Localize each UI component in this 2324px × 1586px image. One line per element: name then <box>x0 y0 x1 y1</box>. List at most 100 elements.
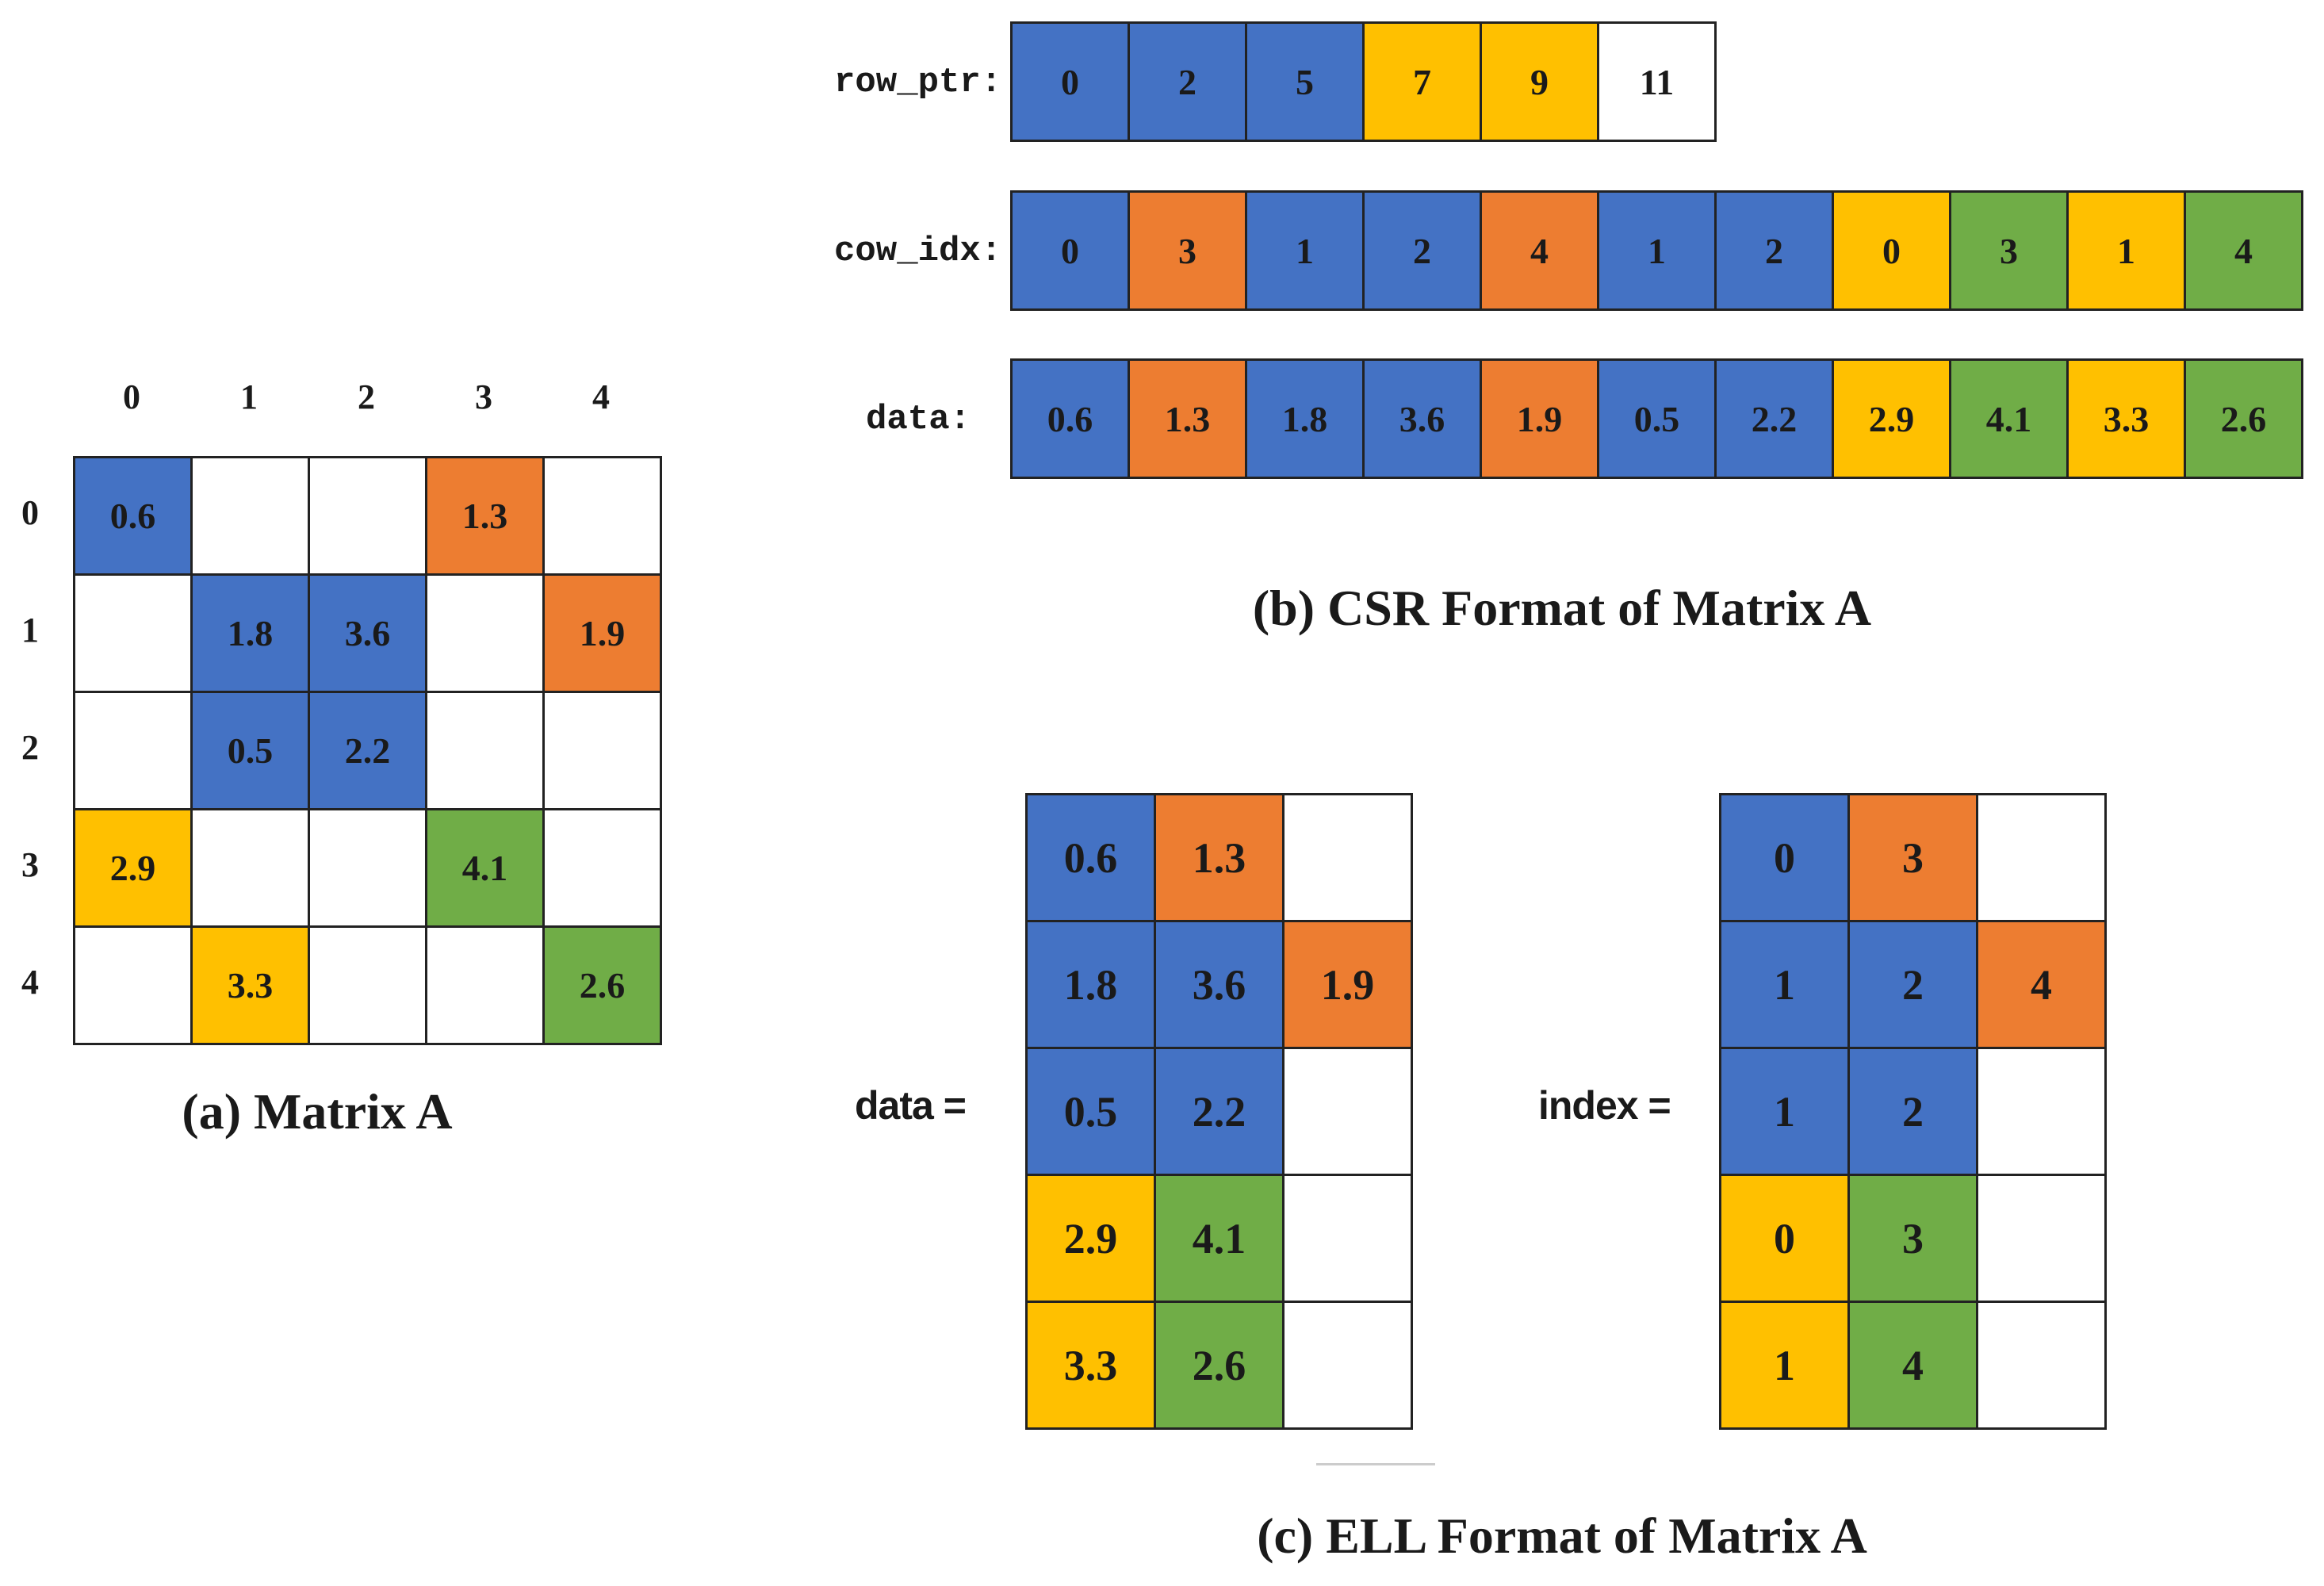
matrix-row-label: 0 <box>21 493 39 532</box>
ell-index-label: index = <box>1538 1083 1671 1128</box>
ell-index-cell: 3 <box>1847 1174 1978 1303</box>
matrix-cell: 1.8 <box>190 573 310 693</box>
ell-data-cell: 2.9 <box>1025 1174 1156 1303</box>
matrix-cell: 0.6 <box>73 456 193 576</box>
csr-col_idx-cell: 3 <box>1128 190 1247 311</box>
csr-data-cell: 1.3 <box>1128 358 1247 479</box>
csr-col_idx-cell: 1 <box>1245 190 1365 311</box>
csr-data-cell: 4.1 <box>1949 358 2069 479</box>
csr-data-cell: 3.6 <box>1362 358 1482 479</box>
ell-index-cell <box>1976 1174 2107 1303</box>
ell-index-cell: 0 <box>1719 793 1850 922</box>
matrix-cell: 2.9 <box>73 808 193 928</box>
csr-data-cell: 2.9 <box>1832 358 1951 479</box>
ell-index-cell: 0 <box>1719 1174 1850 1303</box>
matrix-cell <box>73 573 193 693</box>
csr-data-cell: 1.9 <box>1480 358 1599 479</box>
ell-data-cell <box>1282 1301 1413 1430</box>
csr-row_ptr-cell: 7 <box>1362 21 1482 142</box>
csr-caption: (b) CSR Format of Matrix A <box>1252 580 1872 636</box>
csr-row_ptr-cell: 0 <box>1010 21 1130 142</box>
ell-data-cell <box>1282 1174 1413 1303</box>
ell-data-cell: 3.3 <box>1025 1301 1156 1430</box>
csr-col_idx-cell: 2 <box>1362 190 1482 311</box>
ell-data-cell: 4.1 <box>1154 1174 1285 1303</box>
csr-data-cell: 0.6 <box>1010 358 1130 479</box>
ell-data-label: data = <box>855 1083 967 1128</box>
csr-col_idx-cell: 4 <box>1480 190 1599 311</box>
matrix-a-caption: (a) Matrix A <box>182 1083 453 1140</box>
ell-index-cell: 2 <box>1847 1047 1978 1176</box>
csr-data-label: data: <box>866 400 971 439</box>
csr-row_ptr-cell: 2 <box>1128 21 1247 142</box>
matrix-cell: 4.1 <box>425 808 545 928</box>
ell-data-cell: 2.6 <box>1154 1301 1285 1430</box>
matrix-cell <box>308 925 427 1045</box>
ell-data-cell: 1.3 <box>1154 793 1285 922</box>
matrix-cell <box>542 691 662 810</box>
csr-data-cell: 2.2 <box>1714 358 1834 479</box>
ell-data-cell: 1.8 <box>1025 920 1156 1049</box>
divider-line <box>1316 1463 1435 1465</box>
csr-col_idx-cell: 1 <box>2066 190 2186 311</box>
matrix-row-label: 3 <box>21 845 39 884</box>
ell-index-cell <box>1976 1047 2107 1176</box>
csr-col_idx-cell: 3 <box>1949 190 2069 311</box>
ell-index-cell: 1 <box>1719 1047 1850 1176</box>
matrix-cell <box>425 925 545 1045</box>
matrix-cell <box>73 691 193 810</box>
ell-data-cell: 2.2 <box>1154 1047 1285 1176</box>
ell-data-cell: 0.6 <box>1025 793 1156 922</box>
ell-data-cell: 3.6 <box>1154 920 1285 1049</box>
csr-col_idx-cell: 1 <box>1597 190 1717 311</box>
ell-data-cell <box>1282 1047 1413 1176</box>
ell-caption: (c) ELL Format of Matrix A <box>1257 1507 1867 1564</box>
ell-index-cell: 1 <box>1719 1301 1850 1430</box>
ell-index-cell: 3 <box>1847 793 1978 922</box>
matrix-cell <box>308 456 427 576</box>
matrix-cell <box>190 456 310 576</box>
matrix-col-label: 0 <box>123 377 140 416</box>
matrix-cell: 2.2 <box>308 691 427 810</box>
ell-index-cell <box>1976 793 2107 922</box>
matrix-row-label: 4 <box>21 963 39 1002</box>
matrix-cell: 2.6 <box>542 925 662 1045</box>
matrix-cell <box>425 691 545 810</box>
matrix-col-label: 4 <box>592 377 610 416</box>
csr-row_ptr-cell: 11 <box>1597 21 1717 142</box>
csr-row_ptr-cell: 9 <box>1480 21 1599 142</box>
ell-index-cell: 4 <box>1976 920 2107 1049</box>
ell-index-cell: 2 <box>1847 920 1978 1049</box>
csr-row_ptr-cell: 5 <box>1245 21 1365 142</box>
matrix-col-label: 2 <box>358 377 375 416</box>
csr-data-cell: 0.5 <box>1597 358 1717 479</box>
ell-data-cell: 0.5 <box>1025 1047 1156 1176</box>
csr-row_ptr-label: row_ptr: <box>834 63 1002 102</box>
matrix-row-label: 1 <box>21 611 39 649</box>
matrix-cell <box>542 808 662 928</box>
csr-data-cell: 3.3 <box>2066 358 2186 479</box>
csr-data-cell: 1.8 <box>1245 358 1365 479</box>
matrix-cell: 0.5 <box>190 691 310 810</box>
matrix-cell <box>308 808 427 928</box>
csr-col_idx-cell: 0 <box>1010 190 1130 311</box>
matrix-cell: 3.3 <box>190 925 310 1045</box>
csr-col_idx-label: cow_idx: <box>834 232 1002 271</box>
ell-index-cell: 4 <box>1847 1301 1978 1430</box>
matrix-cell: 3.6 <box>308 573 427 693</box>
matrix-cell: 1.9 <box>542 573 662 693</box>
matrix-row-label: 2 <box>21 728 39 767</box>
matrix-cell <box>542 456 662 576</box>
matrix-cell <box>73 925 193 1045</box>
matrix-col-label: 1 <box>240 377 258 416</box>
ell-index-cell <box>1976 1301 2107 1430</box>
ell-data-cell: 1.9 <box>1282 920 1413 1049</box>
csr-col_idx-cell: 2 <box>1714 190 1834 311</box>
matrix-cell <box>190 808 310 928</box>
matrix-cell <box>425 573 545 693</box>
csr-col_idx-cell: 4 <box>2184 190 2303 311</box>
ell-index-cell: 1 <box>1719 920 1850 1049</box>
csr-col_idx-cell: 0 <box>1832 190 1951 311</box>
csr-data-cell: 2.6 <box>2184 358 2303 479</box>
ell-data-cell <box>1282 793 1413 922</box>
